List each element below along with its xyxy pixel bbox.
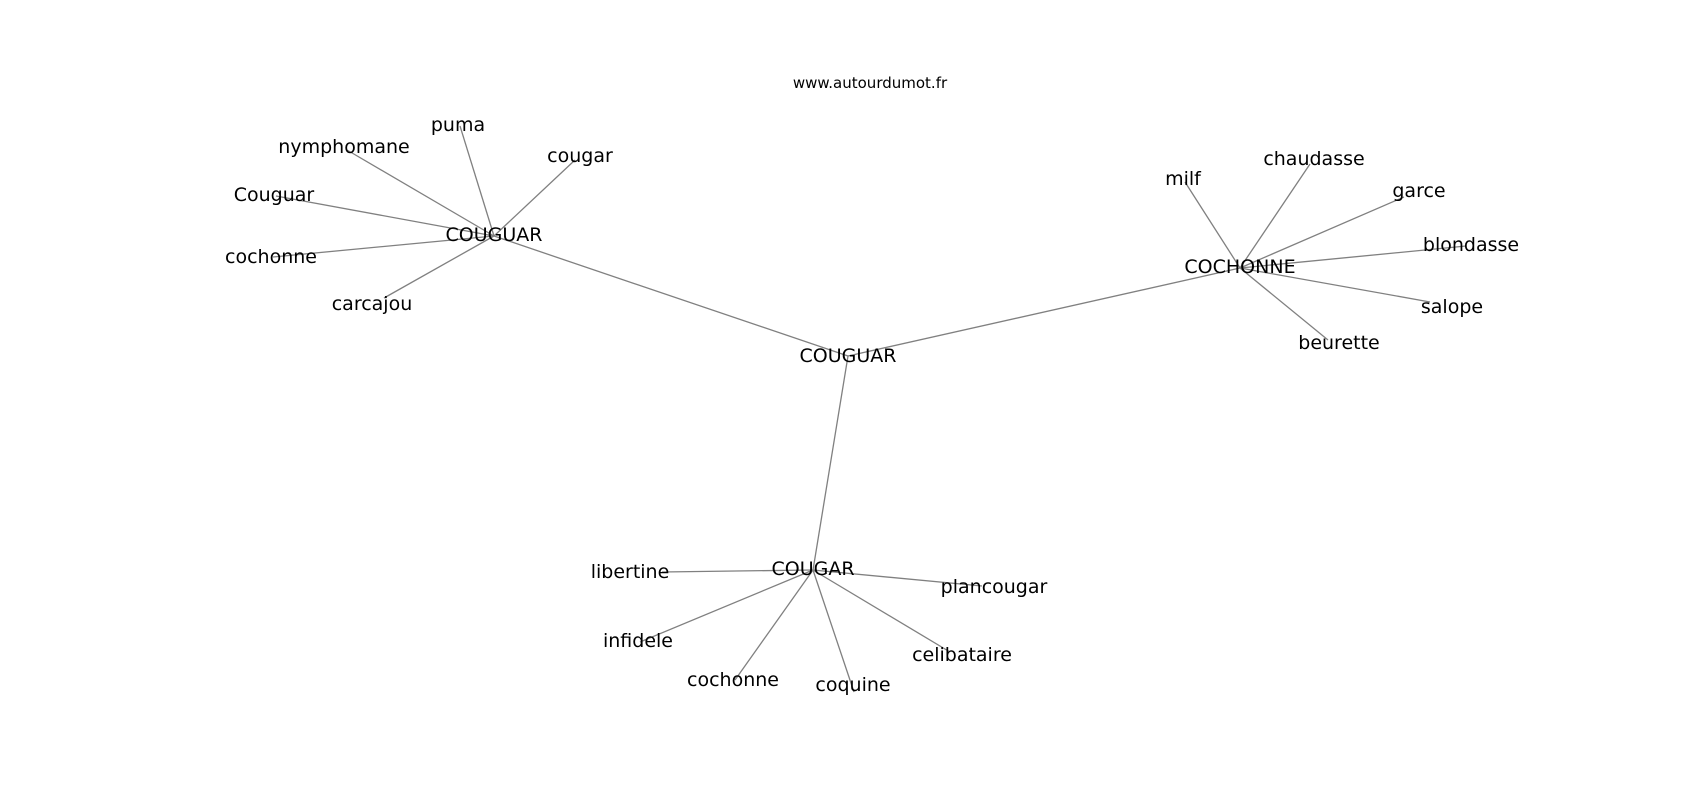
edge-h3-h3_plancougar <box>812 569 983 587</box>
graph-edges <box>272 125 1467 693</box>
edge-h2-h2_garce <box>1239 196 1405 269</box>
edge-h1-h1_carcajou <box>383 235 495 299</box>
node-label-h3_plancougar: plancougar <box>941 576 1048 598</box>
node-label-h3_celibataire: celibataire <box>912 644 1012 666</box>
node-label-h2_blondasse: blondasse <box>1423 234 1519 256</box>
edge-h1-h1_nymphomane <box>346 149 495 237</box>
node-label-h1_cougar: cougar <box>547 145 613 167</box>
node-label-h1_nymphomane: nymphomane <box>278 136 409 158</box>
edge-h3-h3_coquine <box>812 569 855 693</box>
node-label-h1_puma: puma <box>431 114 485 136</box>
edge-h1-h1_cougar <box>493 159 576 237</box>
edge-root-h2 <box>847 267 1241 357</box>
node-label-h3_infidele: infidele <box>603 630 673 652</box>
node-label-h3_coquine: coquine <box>815 674 890 696</box>
node-label-h1_cochonne: cochonne <box>225 246 317 268</box>
edge-h2-h2_salope <box>1239 267 1431 303</box>
edge-h2-h2_chaudasse <box>1239 163 1311 269</box>
edge-h1-h1_puma <box>459 125 495 237</box>
node-label-h2_milf: milf <box>1165 168 1202 190</box>
edge-h3-h3_cochonne <box>734 569 814 681</box>
node-label-h2_salope: salope <box>1421 296 1483 318</box>
node-label-h2_chaudasse: chaudasse <box>1263 148 1364 170</box>
node-label-h2_garce: garce <box>1392 180 1445 202</box>
edge-root-h3 <box>812 355 849 571</box>
edge-h3-h3_celibataire <box>812 569 951 653</box>
graph-labels: COUGUAR COUGUAR COCHONNE COUGAR puma nymphoma… <box>225 114 1519 696</box>
node-label-h1_carcajou: carcajou <box>332 293 413 315</box>
node-label-h3: COUGAR <box>771 558 854 580</box>
edge-h3-h3_infidele <box>639 569 814 643</box>
edge-root-h1 <box>493 235 849 357</box>
node-label-h1_Couguar: Couguar <box>234 184 315 206</box>
node-label-h2: COCHONNE <box>1184 256 1295 278</box>
edge-h3-h3_libertine <box>661 569 814 573</box>
node-label-h2_beurette: beurette <box>1298 332 1379 354</box>
node-label-h3_cochonne: cochonne <box>687 669 779 691</box>
edge-h2-h2_milf <box>1184 181 1241 269</box>
node-label-h1: COUGUAR <box>446 224 543 246</box>
node-label-h3_libertine: libertine <box>591 561 670 583</box>
edge-h2-h2_blondasse <box>1239 245 1467 269</box>
node-label-root: COUGUAR <box>800 345 897 367</box>
site-label: www.autourdumot.fr <box>793 74 948 92</box>
edge-h1-h1_Couguar <box>275 195 495 237</box>
edge-h1-h1_cochonne <box>272 235 495 258</box>
edge-h2-h2_beurette <box>1239 267 1329 341</box>
